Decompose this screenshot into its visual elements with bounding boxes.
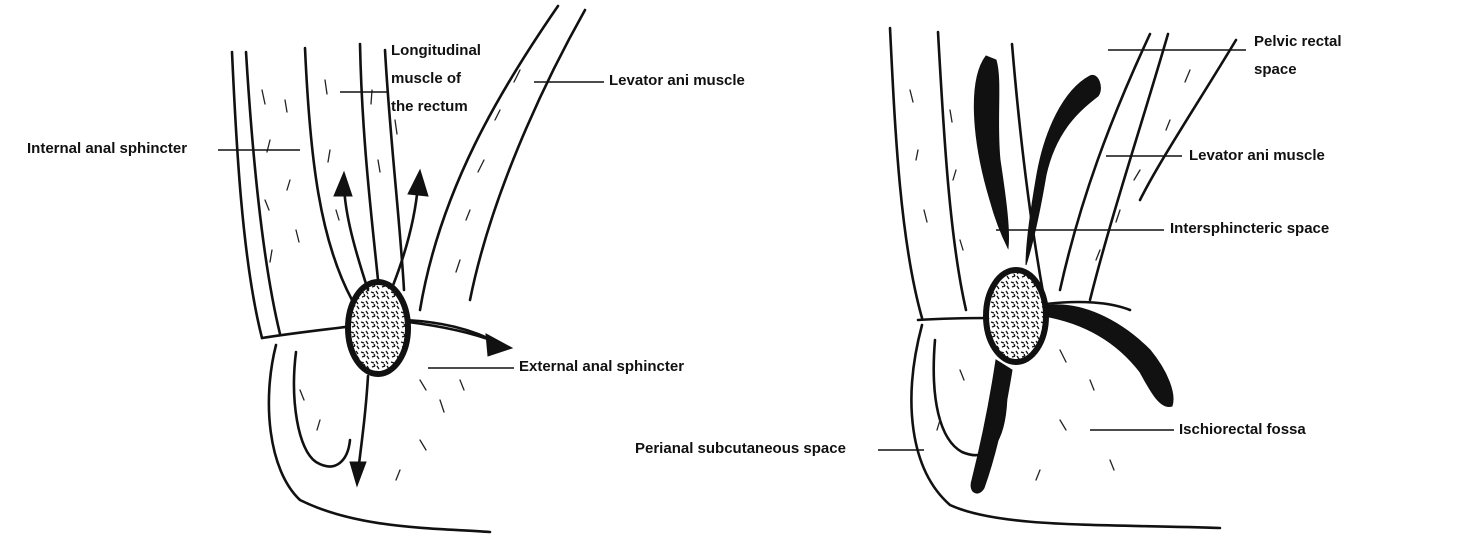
left-levator-edge-outer bbox=[418, 4, 560, 312]
right-anal-gland bbox=[983, 267, 1049, 365]
right-rectal-outer-edge bbox=[888, 26, 924, 320]
label-longitudinal-line1: Longitudinal bbox=[391, 42, 481, 59]
left-arrow-down bbox=[356, 374, 370, 474]
left-arrow-up-2 bbox=[390, 183, 420, 290]
left-longitudinal-muscle-edge-1 bbox=[358, 42, 380, 282]
left-levator-edge-inner bbox=[468, 8, 587, 302]
left-rectal-inner-edge bbox=[244, 50, 282, 336]
label-pelvic-line2: space bbox=[1254, 61, 1297, 78]
right-levator-edge-inner bbox=[1088, 32, 1170, 302]
right-sphincter-top bbox=[916, 316, 994, 322]
right-figure bbox=[878, 26, 1246, 530]
label-longitudinal-line3: the rectum bbox=[391, 98, 468, 115]
right-rectal-inner-edge bbox=[936, 30, 968, 312]
left-skin-contour bbox=[267, 343, 492, 534]
right-perianal-extension bbox=[970, 359, 1013, 494]
label-perianal: Perianal subcutaneous space bbox=[635, 440, 846, 457]
left-sphincter-top bbox=[260, 324, 354, 340]
label-internal-sphincter: Internal anal sphincter bbox=[27, 140, 188, 157]
right-levator-edge-outer bbox=[1058, 32, 1152, 292]
right-ischiorectal-extension bbox=[1043, 304, 1174, 407]
label-levator-left: Levator ani muscle bbox=[609, 72, 745, 89]
left-figure bbox=[218, 4, 604, 534]
left-arrow-up-1 bbox=[342, 183, 370, 292]
left-arrow-head-down bbox=[349, 461, 367, 488]
label-longitudinal-line2: muscle of bbox=[391, 70, 462, 87]
right-intersphincteric-space-top bbox=[973, 55, 1010, 250]
right-levator-edge-far bbox=[1138, 38, 1238, 202]
label-ischiorectal: Ischiorectal fossa bbox=[1179, 421, 1306, 438]
right-pelvic-space-extension bbox=[1025, 74, 1101, 266]
left-rectal-outer-edge bbox=[230, 50, 264, 340]
left-internal-sphincter-edge bbox=[303, 46, 354, 302]
left-subcutaneous-loop bbox=[292, 350, 352, 468]
right-texture bbox=[909, 69, 1191, 481]
right-sphincter-top-right bbox=[1044, 300, 1132, 312]
label-pelvic-line1: Pelvic rectal bbox=[1254, 33, 1342, 50]
left-arrow-head-up-1 bbox=[333, 170, 353, 197]
left-anal-gland bbox=[345, 279, 411, 377]
label-levator-right: Levator ani muscle bbox=[1189, 147, 1325, 164]
left-arrow-head-up-2 bbox=[407, 168, 429, 197]
label-intersphincteric: Intersphincteric space bbox=[1170, 220, 1330, 237]
right-internal-sphincter-edge bbox=[1010, 42, 1046, 300]
right-skin-contour bbox=[910, 323, 1222, 530]
left-texture bbox=[261, 69, 521, 481]
left-arrow-right bbox=[406, 320, 498, 344]
label-external-sphincter: External anal sphincter bbox=[519, 358, 685, 375]
left-arrow-head-right bbox=[485, 333, 514, 357]
